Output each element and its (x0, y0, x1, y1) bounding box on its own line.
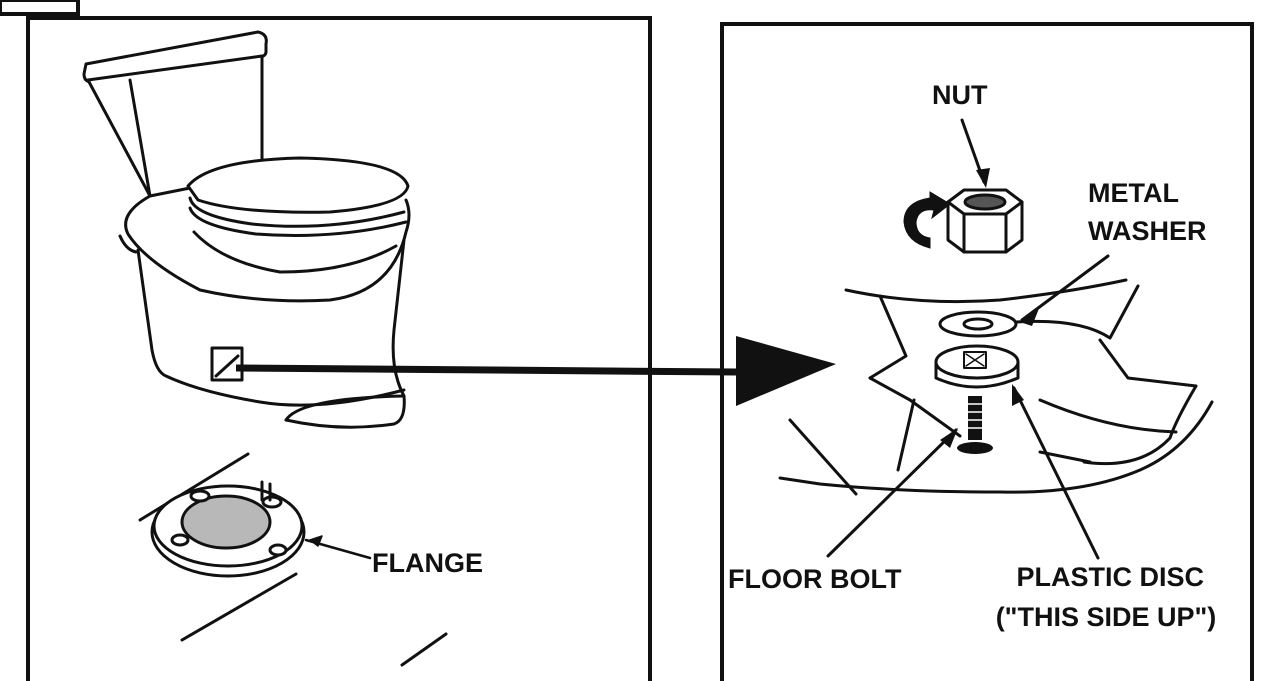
nut-label: NUT (932, 80, 988, 110)
nut-illustration (948, 190, 1022, 252)
right-panel: NUT METAL WASHER (722, 24, 1252, 681)
washer-illustration (940, 312, 1016, 336)
floor-bolt-illustration (957, 396, 993, 454)
step-tab (0, 0, 78, 14)
metal-washer-label-line1: METAL (1088, 178, 1179, 208)
plastic-disc-callout-arrow (1014, 388, 1098, 558)
plastic-disc-label-line2: ("THIS SIDE UP") (996, 602, 1217, 632)
floor-bolt-label: FLOOR BOLT (728, 564, 902, 594)
left-panel: FLANGE (28, 18, 650, 681)
floor-bolt-callout-arrow (828, 430, 956, 556)
plastic-disc-label: PLASTIC DISC ("THIS SIDE UP") (996, 562, 1217, 632)
flange-label: FLANGE (372, 548, 483, 578)
plastic-disc-illustration (936, 346, 1018, 387)
metal-washer-label: METAL WASHER (1088, 178, 1207, 246)
callout-arrow (236, 336, 836, 406)
rotate-arrow-icon (904, 192, 950, 248)
plastic-disc-label-line1: PLASTIC DISC (1016, 562, 1204, 592)
metal-washer-label-line2: WASHER (1088, 216, 1207, 246)
